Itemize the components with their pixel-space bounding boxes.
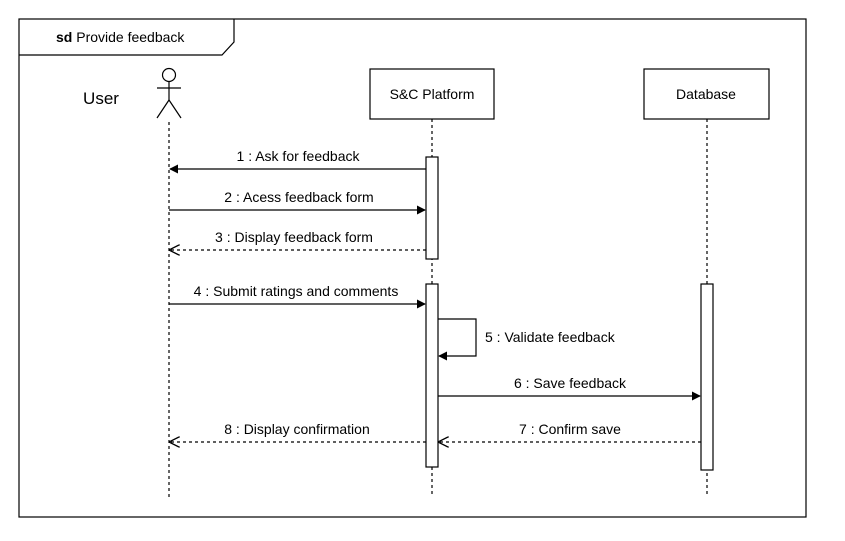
message-label-1: 1 : Ask for feedback xyxy=(237,148,361,164)
platform-activation-1 xyxy=(425,156,439,260)
actor-label: User xyxy=(83,89,119,108)
database-activation xyxy=(700,283,714,471)
message-label-4: 4 : Submit ratings and comments xyxy=(194,283,399,299)
actor-left-leg xyxy=(156,99,170,119)
frame-title: Provide feedback xyxy=(76,29,185,45)
actor-right-leg xyxy=(168,99,182,119)
database-label: Database xyxy=(676,86,736,102)
message-label-7: 7 : Confirm save xyxy=(519,421,621,437)
frame-heading: sd Provide feedback xyxy=(56,29,185,45)
platform-activation-2 xyxy=(425,283,439,468)
user-actor xyxy=(156,67,182,119)
frame-keyword: sd xyxy=(56,29,72,45)
platform-lifeline-head xyxy=(369,68,495,120)
platform-label: S&C Platform xyxy=(390,86,475,102)
message-label-8: 8 : Display confirmation xyxy=(224,421,370,437)
message-label-6: 6 : Save feedback xyxy=(514,375,627,391)
message-label-2: 2 : Acess feedback form xyxy=(224,189,373,205)
message-label-5: 5 : Validate feedback xyxy=(485,329,616,345)
frame-tab xyxy=(19,19,235,56)
database-lifeline-head xyxy=(643,68,770,120)
message-arrow-5 xyxy=(438,318,477,361)
message-label-3: 3 : Display feedback form xyxy=(215,229,373,245)
